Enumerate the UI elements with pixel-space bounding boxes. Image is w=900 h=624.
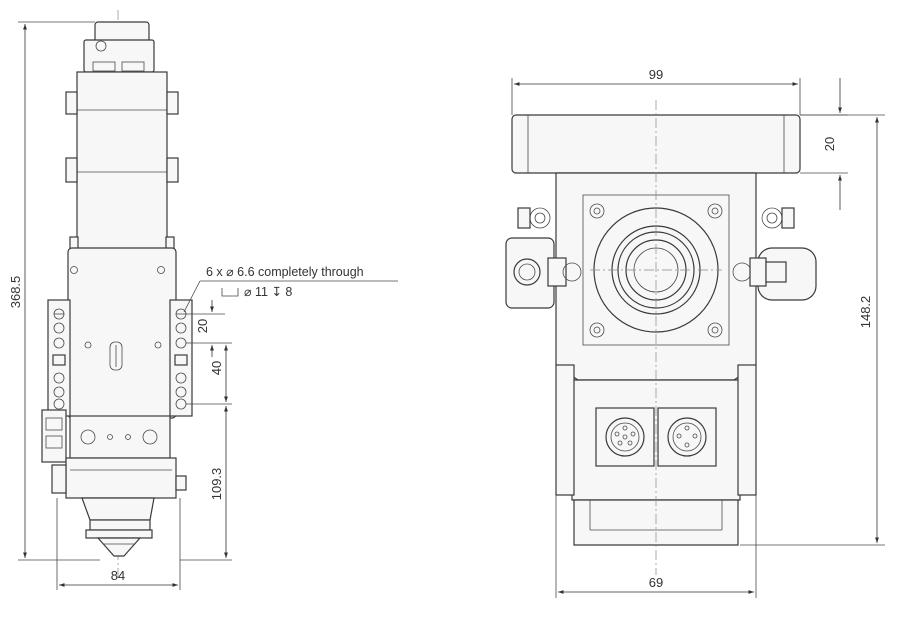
dim-total-length: 148.2 [858,296,873,329]
dim-total-height: 368.5 [8,276,23,309]
dim-hole-spacing-40: 40 [209,361,224,375]
dim-top-band: 20 [822,137,837,151]
hole-note-line2: ⌀ 11 ↧ 8 [244,285,292,299]
dim-bottom-width: 69 [649,575,663,590]
dim-hole-spacing-20: 20 [195,319,210,333]
top-view [505,100,817,575]
hole-note-line1: 6 x ⌀ 6.6 completely through [206,265,364,279]
front-view-dimensions: 368.5 84 20 40 109.3 6 x ⌀ 6.6 completel… [8,21,398,590]
top-view-dimensions: 99 20 148.2 69 [511,67,885,598]
dim-top-width: 99 [649,67,663,82]
dim-lower-height: 109.3 [209,468,224,501]
dim-front-width: 84 [111,568,125,583]
front-view [41,10,193,580]
